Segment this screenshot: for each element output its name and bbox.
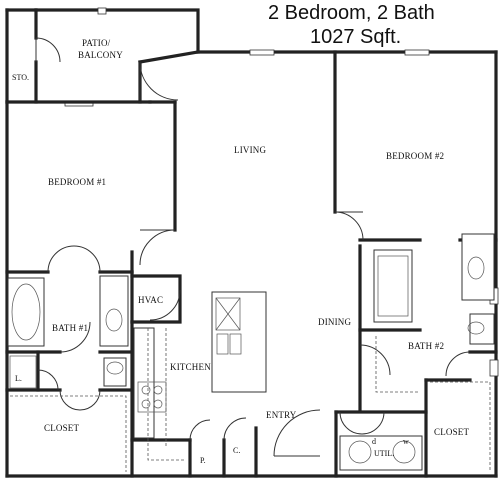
label-closet-1: CLOSET xyxy=(44,423,80,433)
label-linen: L. xyxy=(15,374,22,383)
exterior-walls xyxy=(5,8,498,478)
label-closet-2: CLOSET xyxy=(434,427,470,437)
plan-title: 2 Bedroom, 2 Bath xyxy=(268,2,435,24)
label-bedroom-2: BEDROOM #2 xyxy=(386,151,444,161)
doors xyxy=(35,37,471,457)
label-living: LIVING xyxy=(234,145,266,155)
label-kitchen: KITCHEN xyxy=(170,362,211,372)
interior-walls xyxy=(5,50,498,478)
label-hvac: HVAC xyxy=(138,295,163,305)
label-bath-2: BATH #2 xyxy=(408,341,444,351)
plan-area: 1027 Sqft. xyxy=(310,26,401,48)
label-dining: DINING xyxy=(318,317,351,327)
label-bedroom-1: BEDROOM #1 xyxy=(48,177,106,187)
fixtures xyxy=(7,233,495,472)
label-washer: w xyxy=(403,437,409,446)
windows xyxy=(64,7,499,377)
label-pantry: P. xyxy=(200,456,206,465)
label-dryer: d xyxy=(372,437,376,446)
label-balcony: BALCONY xyxy=(78,50,123,60)
label-patio: PATIO/ xyxy=(82,38,111,48)
label-utility: UTIL. xyxy=(374,449,394,458)
label-entry: ENTRY xyxy=(266,410,297,420)
label-storage: STO. xyxy=(12,73,29,82)
label-coat: C. xyxy=(233,446,240,455)
label-bath-1: BATH #1 xyxy=(52,323,88,333)
room-labels: PATIO/ BALCONY STO. LIVING BEDROOM #1 BE… xyxy=(12,38,470,465)
